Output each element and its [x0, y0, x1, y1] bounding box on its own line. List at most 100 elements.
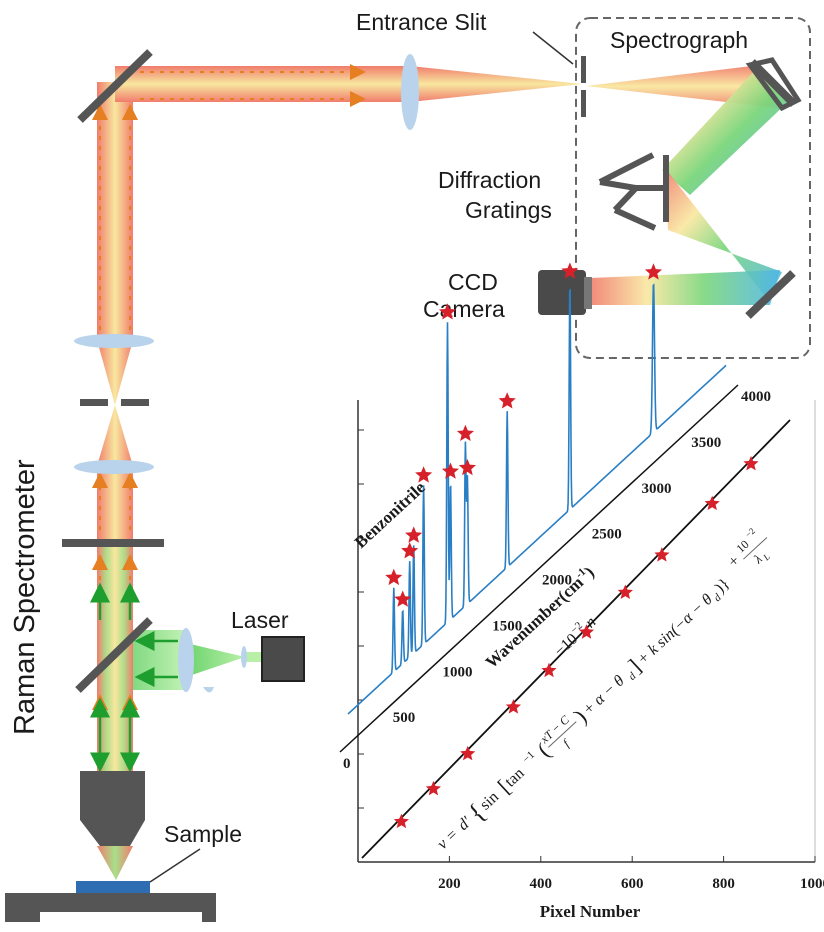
sample-stage	[5, 893, 216, 922]
calibration-point	[541, 662, 557, 678]
optical-path	[90, 64, 582, 880]
entrance-slit-bottom	[581, 90, 586, 117]
focus-cone-top	[97, 340, 133, 405]
peak-star	[561, 262, 579, 279]
formula-tail-sub: L	[761, 552, 772, 563]
slit-pointer	[532, 31, 574, 65]
calibration-point	[704, 495, 720, 511]
formula-inv: −1	[520, 749, 537, 766]
notch-filter	[62, 539, 164, 547]
converging-beam	[410, 66, 582, 102]
calibration-point	[505, 699, 521, 714]
formula-tail-exp: −2	[743, 526, 757, 540]
focusing-lens	[401, 54, 419, 130]
peak-star	[458, 458, 476, 476]
calibration-point	[425, 780, 441, 796]
x-tick-label: 600	[621, 876, 644, 892]
x-axis-label: Pixel Number	[540, 902, 641, 921]
wavenumber-tick-label: 0	[343, 756, 351, 772]
spectrograph-box	[575, 17, 811, 359]
wavenumber-tick-label: 3000	[642, 481, 672, 497]
ccd-sensor	[584, 277, 592, 309]
objective-focus	[97, 846, 133, 880]
diffraction-label-2: Gratings	[465, 197, 552, 223]
ccd-beam	[590, 270, 780, 305]
ccd-label-1: CCD	[448, 269, 498, 295]
x-tick-label: 1000	[800, 876, 824, 892]
laser-box	[261, 636, 305, 682]
laser-output	[245, 652, 261, 662]
peak-markers	[385, 262, 662, 607]
peak-star	[498, 392, 516, 409]
benzonitrile-spectrum	[347, 283, 727, 715]
wavenumber-tick-label: 1000	[443, 664, 473, 680]
collimating-mirror-face	[749, 59, 797, 107]
wavenumber-axis-label: Wavenumber(cm-1)	[481, 562, 598, 672]
y-tick-marks	[358, 429, 364, 809]
objective-lens	[80, 771, 145, 846]
laser-label: Laser	[231, 607, 289, 633]
peak-star	[644, 263, 662, 280]
wavenumber-tick-label: 4000	[741, 389, 771, 405]
sample	[76, 881, 150, 893]
laser-lens-1	[178, 628, 194, 692]
calibration-formula: v = d′ { sin [ tan −1 ( xT − C f ) + α −…	[434, 526, 772, 853]
calibration-chart: 200 400 600 800 1000 Pixel Number 0 500 10…	[339, 262, 824, 921]
wavenumber-axis	[339, 384, 739, 753]
sample-pointer	[149, 848, 201, 883]
laser-lens-stray	[203, 687, 214, 693]
dichroic-mirror	[75, 617, 153, 693]
ccd-camera	[538, 270, 586, 315]
ccd-label-2: Camera	[423, 296, 505, 322]
calibration-point	[578, 624, 595, 639]
x-tick-label: 200	[438, 876, 461, 892]
peak-star	[456, 424, 474, 441]
collimating-mirror	[745, 57, 802, 112]
laser-lens-2	[241, 646, 247, 668]
entrance-slit-top	[581, 56, 586, 83]
pinhole-left	[80, 399, 108, 406]
focusing-mirror	[745, 270, 796, 319]
x-tick-label: 400	[530, 876, 553, 892]
formula-tail-bar	[743, 537, 768, 560]
diffraction-label-1: Diffraction	[438, 167, 541, 193]
collimated-beam	[662, 65, 790, 195]
focus-cone-bottom	[97, 405, 133, 466]
laser-expand-beam	[186, 643, 245, 677]
peak-star	[438, 303, 457, 320]
spectrograph-label: Spectrograph	[610, 27, 748, 53]
collection-lens-bottom	[74, 460, 154, 474]
peak-star	[394, 590, 412, 607]
wavenumber-tick-label: 1500	[492, 618, 522, 634]
labels: Entrance Slit Spectrograph Diffraction G…	[9, 9, 748, 847]
calibration-point	[460, 745, 476, 761]
peak-star	[385, 568, 403, 586]
wavenumber-tick-label: 2500	[592, 527, 622, 543]
x-tick-label: 800	[712, 876, 735, 892]
entrance-slit-label: Entrance Slit	[356, 9, 487, 35]
wavenumber-tick-label: 500	[393, 710, 416, 726]
wavenumber-tick-label: 3500	[691, 435, 721, 451]
pinhole-right	[121, 399, 149, 406]
formula-ksin: + k sin(−α − θ	[634, 591, 716, 669]
formula-frac-den: f	[560, 736, 573, 750]
calibration-point	[393, 813, 409, 829]
calibration-point	[654, 547, 670, 562]
collection-lens-top	[74, 334, 154, 348]
calibration-points	[393, 455, 759, 829]
hardware	[5, 49, 419, 922]
peak-star	[401, 542, 419, 559]
formula-frac-bar	[547, 721, 577, 748]
sample-label: Sample	[164, 821, 242, 847]
formula-angles: + α − θ	[580, 672, 628, 718]
formula-coefficient: −10 −2 n	[551, 614, 599, 660]
vertical-beam-upper	[97, 82, 133, 340]
vertical-beam-green	[97, 545, 133, 775]
fold-mirror	[77, 49, 153, 123]
x-tick-marks	[448, 856, 816, 862]
calibration-point	[743, 455, 759, 471]
formula-lhs: v =	[434, 826, 462, 853]
grating-turret	[598, 152, 669, 231]
